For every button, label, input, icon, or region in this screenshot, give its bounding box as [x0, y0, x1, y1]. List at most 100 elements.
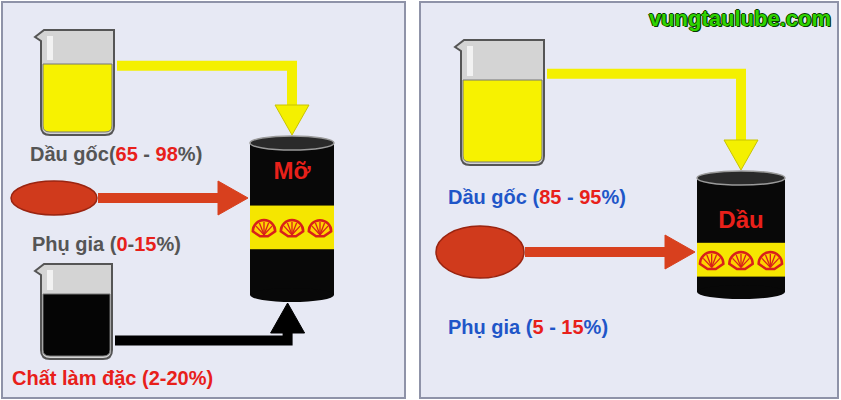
text-run: %)	[178, 143, 202, 165]
text-run: 65	[116, 143, 138, 165]
shell-logo	[759, 252, 782, 269]
left-panel	[2, 2, 405, 398]
additive-node: Phụ gia (5 - 15%)	[435, 225, 525, 279]
glass-shine	[47, 270, 53, 290]
additive-node: Phụ gia (0-15%)	[10, 180, 98, 216]
barrel-band	[697, 243, 785, 277]
shell-rib	[315, 223, 320, 235]
text-run: 2	[149, 367, 160, 389]
ingredient-label: Dầu gốc (85 - 95%)	[448, 185, 626, 209]
ingredient-label: Phụ gia (0-15%)	[32, 232, 181, 256]
barrel-title: Dầu	[695, 206, 787, 234]
glass-shine	[467, 46, 473, 76]
arrow-shaft	[525, 247, 665, 257]
ellipse-shape	[435, 225, 525, 279]
text-run: 20	[167, 367, 189, 389]
text-run: 0	[116, 233, 127, 255]
beaker-liquid	[43, 294, 110, 356]
arrow-head	[724, 140, 758, 170]
shell-rib	[259, 223, 264, 235]
text-run: Chất làm đặc (	[12, 367, 149, 389]
text-run: Phụ gia (	[448, 316, 532, 338]
text-run: 98	[156, 143, 178, 165]
barrel-bottom	[697, 285, 785, 299]
text-run: 85	[539, 186, 561, 208]
shell-logo	[253, 220, 275, 236]
beaker-node: Dầu gốc(65 - 98%)	[35, 28, 117, 136]
flow-arrow	[98, 181, 248, 215]
shell-rib	[320, 226, 328, 235]
text-run: 5	[532, 316, 543, 338]
arrow-head	[665, 235, 695, 269]
right-panel	[420, 2, 838, 398]
beaker-liquid	[463, 80, 542, 162]
ellipse-shape	[10, 180, 98, 216]
beaker-node: Chất làm đặc (2-20%)	[35, 262, 115, 360]
shell-logo	[729, 252, 752, 269]
watermark: vungtaulube.com	[649, 6, 831, 32]
text-run: %)	[189, 367, 213, 389]
shell-rib	[741, 258, 749, 267]
beaker-glass	[455, 40, 544, 165]
arrow-head	[218, 181, 248, 215]
flow-arrow	[547, 74, 758, 170]
text-run: -	[544, 316, 562, 338]
barrel-title: Mỡ	[248, 157, 336, 185]
arrow-head	[275, 105, 309, 135]
shell-rib	[766, 255, 771, 267]
arrow-shaft	[547, 74, 741, 140]
shell-rib	[287, 223, 292, 235]
ingredient-label: Dầu gốc(65 - 98%)	[30, 142, 202, 166]
beaker-glass	[35, 264, 112, 359]
shell-logo	[281, 220, 303, 236]
arrow-head	[271, 303, 305, 333]
text-run: 95	[579, 186, 601, 208]
barrel-body	[697, 178, 785, 292]
flow-arrow	[117, 66, 309, 135]
arrow-shaft	[115, 333, 288, 340]
text-run: 15	[134, 233, 156, 255]
beaker-shape	[35, 28, 117, 136]
shell-rib	[292, 226, 300, 235]
additive-blob	[11, 181, 97, 215]
text-run: -	[138, 143, 156, 165]
beaker-glass	[35, 30, 114, 135]
barrel-node: Mỡ	[248, 135, 336, 303]
barrel-top	[697, 171, 785, 185]
text-run: -	[160, 367, 167, 389]
text-run: Dầu gốc (	[448, 186, 539, 208]
text-run: 15	[561, 316, 583, 338]
shell-rib	[736, 255, 741, 267]
beaker-shape	[455, 38, 547, 166]
barrel-bottom	[250, 288, 334, 302]
text-run: -	[128, 233, 135, 255]
shell-rib	[264, 226, 272, 235]
beaker-liquid	[43, 64, 112, 132]
ingredient-label: Phụ gia (5 - 15%)	[448, 315, 608, 339]
shell-logo	[700, 252, 723, 269]
glass-shine	[47, 36, 53, 60]
text-run: %)	[157, 233, 181, 255]
shell-rib	[770, 258, 778, 267]
text-run: %)	[601, 186, 625, 208]
shell-logo	[309, 220, 331, 236]
ingredient-label: Chất làm đặc (2-20%)	[12, 366, 213, 390]
shell-rib	[707, 255, 712, 267]
arrow-shaft	[117, 66, 292, 105]
barrel-top	[250, 136, 334, 150]
flow-arrow	[115, 303, 305, 340]
arrow-shaft	[98, 193, 218, 203]
shell-rib	[712, 258, 720, 267]
flow-arrow	[525, 235, 695, 269]
text-run: Dầu gốc(	[30, 143, 116, 165]
barrel-band	[250, 206, 334, 250]
beaker-shape	[35, 262, 115, 360]
barrel-node: Dầu	[695, 170, 787, 300]
beaker-node: Dầu gốc (85 - 95%)	[455, 38, 547, 166]
text-run: Phụ gia (	[32, 233, 116, 255]
text-run: -	[561, 186, 579, 208]
barrel-shape	[695, 170, 787, 300]
text-run: %)	[584, 316, 608, 338]
additive-blob	[436, 226, 524, 278]
